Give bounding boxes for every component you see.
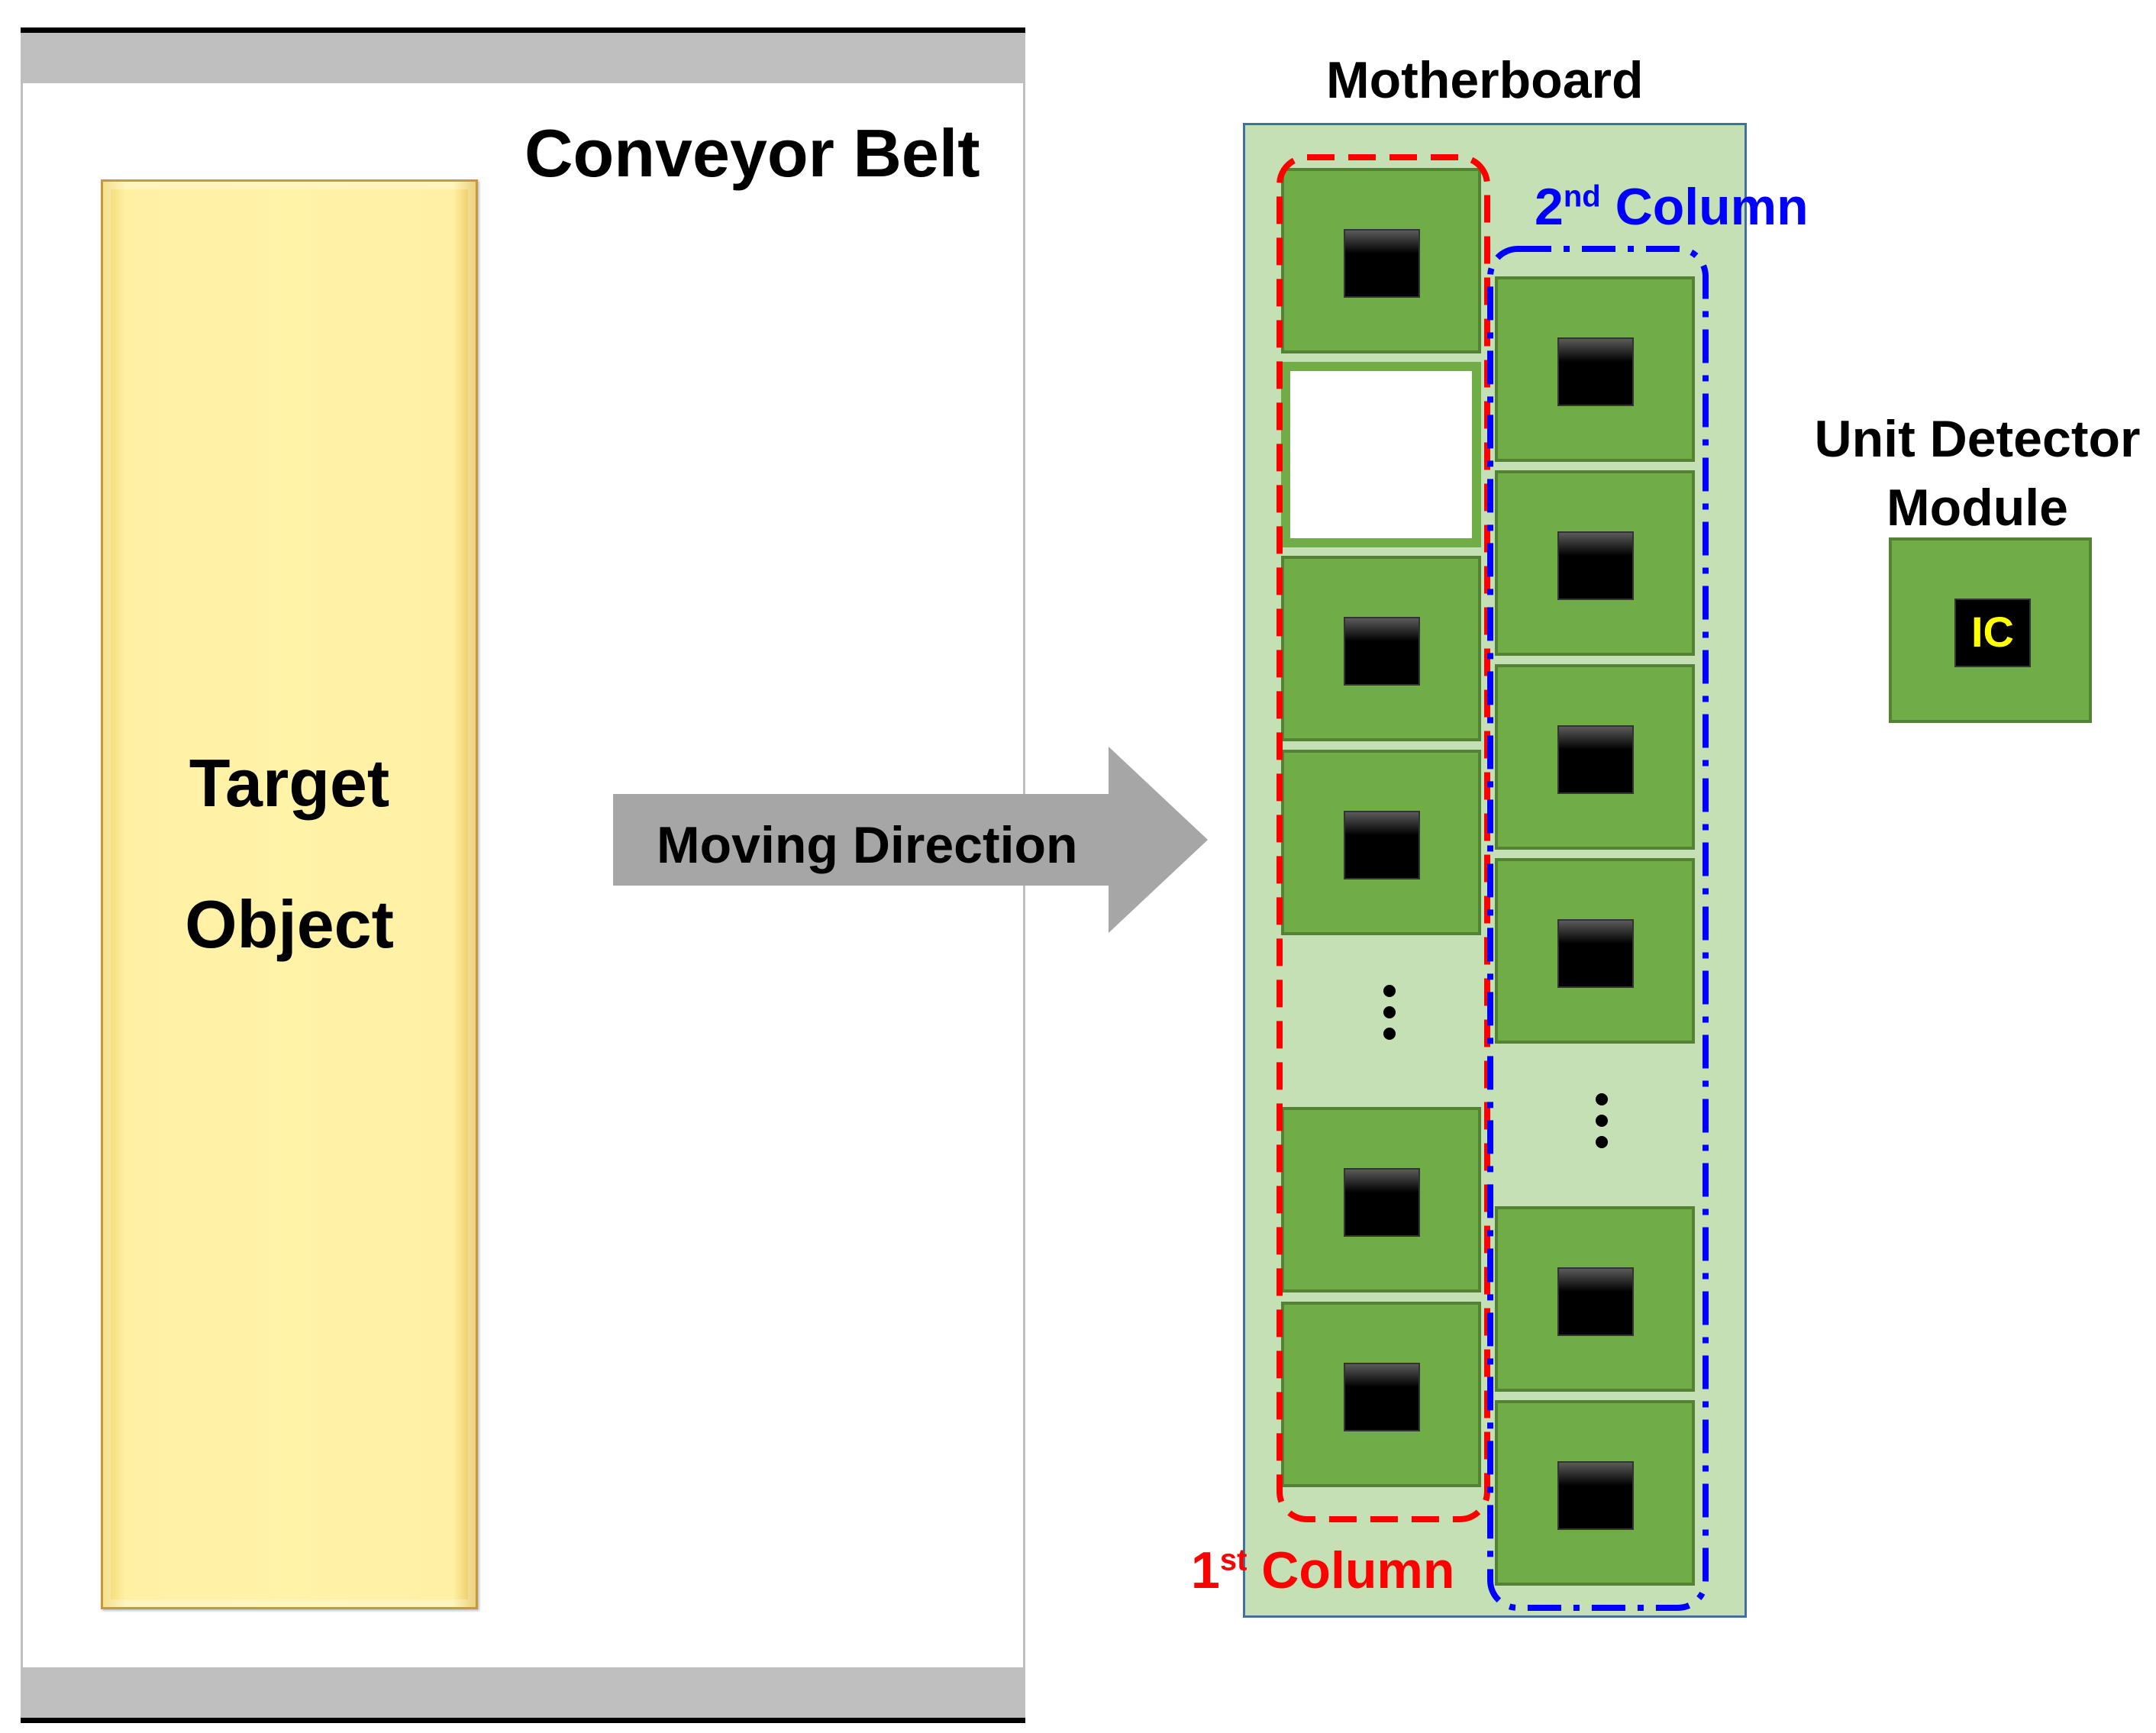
unit-detector-module-title: Unit Detector Module [1809,405,2145,542]
column2-outline [1487,246,1709,1611]
conveyor-bottom-rail [21,1667,1025,1718]
conveyor-top-edge [21,27,1025,33]
conveyor-belt-title: Conveyor Belt [524,115,980,191]
unit-detector-title-line1: Unit Detector [1814,410,2141,468]
moving-direction-label: Moving Direction [657,816,1078,874]
column2-label: 2nd Column [1535,178,1809,236]
detector-module [1281,1302,1481,1487]
conveyor-bottom-edge [21,1718,1025,1723]
unit-detector-module: IC [1889,537,2092,723]
detector-module [1495,664,1695,850]
ellipsis-column2 [1596,1093,1611,1157]
ic-chip [1344,617,1420,686]
ic-chip [1344,229,1420,298]
moving-direction-arrow [613,747,1208,933]
detector-module [1495,1206,1695,1392]
detector-module [1495,1400,1695,1586]
detector-module [1495,276,1695,462]
ellipsis-column1 [1383,985,1399,1049]
ic-chip [1557,337,1634,406]
target-object-label-line2: Object [185,886,394,962]
ic-chip [1557,919,1634,988]
ic-chip [1557,1461,1634,1530]
ic-chip [1557,531,1634,600]
ic-chip [1557,1267,1634,1336]
detector-module [1495,858,1695,1044]
ic-chip-labeled: IC [1954,599,2031,667]
ic-chip [1344,811,1420,879]
detector-module [1281,556,1481,741]
ic-chip [1344,1168,1420,1237]
ic-chip [1344,1363,1420,1431]
detector-module [1281,168,1481,353]
column1-label: 1st Column [1191,1541,1455,1599]
detector-module [1281,750,1481,935]
target-object-label-line1: Target [189,745,390,821]
unit-detector-title-line2: Module [1886,479,2068,537]
conveyor-top-rail [21,33,1025,83]
detector-module [1495,470,1695,656]
empty-module-slot [1281,362,1481,547]
target-object: Target Object [101,179,478,1609]
ic-chip [1557,725,1634,794]
motherboard-title: Motherboard [1326,51,1644,109]
column1-outline [1276,154,1490,1522]
